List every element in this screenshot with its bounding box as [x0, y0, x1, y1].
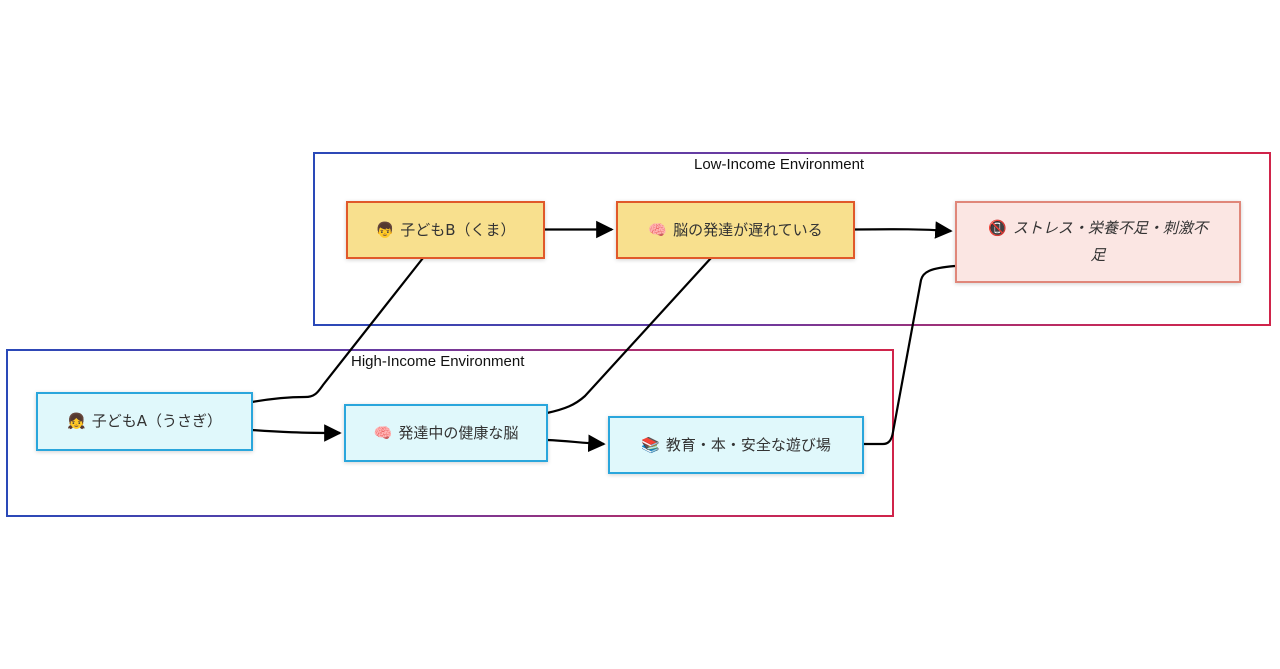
- node-child-a-label: 子どもA（うさぎ）: [91, 412, 222, 430]
- books-icon: 📚: [641, 435, 660, 454]
- node-child-b[interactable]: 👦 子どもB（くま）: [346, 201, 545, 259]
- node-education[interactable]: 📚 教育・本・安全な遊び場: [608, 416, 864, 474]
- edge-child-a-to-child-b: [251, 257, 424, 404]
- node-brain-healthy[interactable]: 🧠 発達中の健康な脳: [344, 404, 548, 462]
- edge-brain-delayed-to-stress: [853, 221, 953, 239]
- node-child-b-label: 子どもB（くま）: [400, 220, 516, 239]
- node-stress[interactable]: 📵 ストレス・栄養不足・刺激不足: [955, 201, 1241, 283]
- edge-brain-healthy-to-brain-delayed: [546, 257, 712, 415]
- boy-icon: 👦: [375, 220, 395, 239]
- brain-icon: 🧠: [373, 423, 393, 442]
- subgraph-high-income-label: High-Income Environment: [351, 353, 525, 370]
- subgraph-low-income-label: Low-Income Environment: [694, 156, 865, 173]
- node-brain-delayed-label: 脳の発達が遅れている: [673, 220, 823, 239]
- node-stress-label: ストレス・栄養不足・刺激不足: [1012, 219, 1208, 264]
- brain-icon: 🧠: [648, 220, 668, 239]
- edge-brain-healthy-to-education: [546, 434, 606, 453]
- node-child-a[interactable]: 👧 子どもA（うさぎ）: [36, 392, 253, 451]
- edge-child-a-to-brain-healthy: [251, 424, 342, 442]
- edge-education-to-stress: [863, 264, 956, 446]
- node-education-label: 教育・本・安全な遊び場: [665, 435, 831, 454]
- no-mobile-phones-icon: 📵: [988, 219, 1007, 237]
- node-brain-healthy-label: 発達中の健康な脳: [398, 423, 519, 442]
- node-stress-text: 📵 ストレス・栄養不足・刺激不足: [983, 215, 1213, 269]
- node-brain-delayed[interactable]: 🧠 脳の発達が遅れている: [616, 201, 855, 259]
- girl-icon: 👧: [67, 412, 86, 430]
